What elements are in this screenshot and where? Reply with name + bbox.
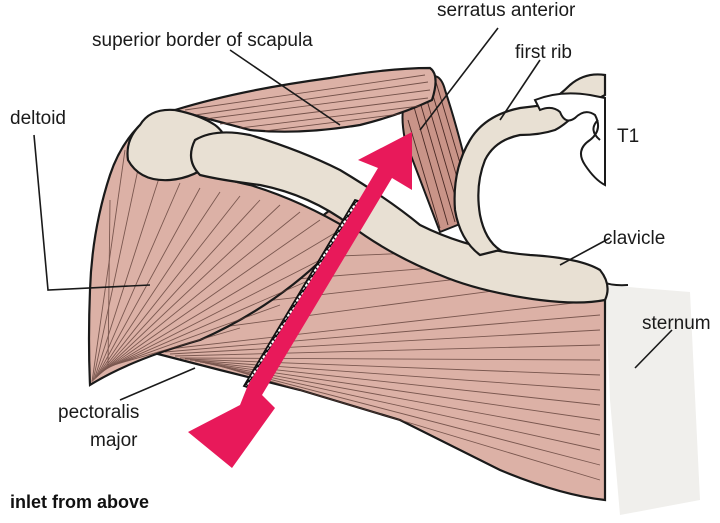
label-sternum: sternum bbox=[642, 313, 711, 335]
t1-vertebra bbox=[535, 93, 605, 185]
label-superior-border-of-scapula: superior border of scapula bbox=[92, 30, 313, 52]
label-major: major bbox=[90, 430, 138, 452]
label-clavicle: clavicle bbox=[603, 228, 665, 250]
label-serratus-anterior: serratus anterior bbox=[437, 0, 575, 22]
label-pectoralis: pectoralis bbox=[58, 402, 139, 424]
label-deltoid: deltoid bbox=[10, 108, 66, 130]
label-first-rib: first rib bbox=[515, 42, 572, 64]
label-t1: T1 bbox=[617, 126, 639, 148]
scapula-upper-muscle bbox=[175, 68, 436, 132]
figure-caption: inlet from above bbox=[10, 492, 149, 513]
